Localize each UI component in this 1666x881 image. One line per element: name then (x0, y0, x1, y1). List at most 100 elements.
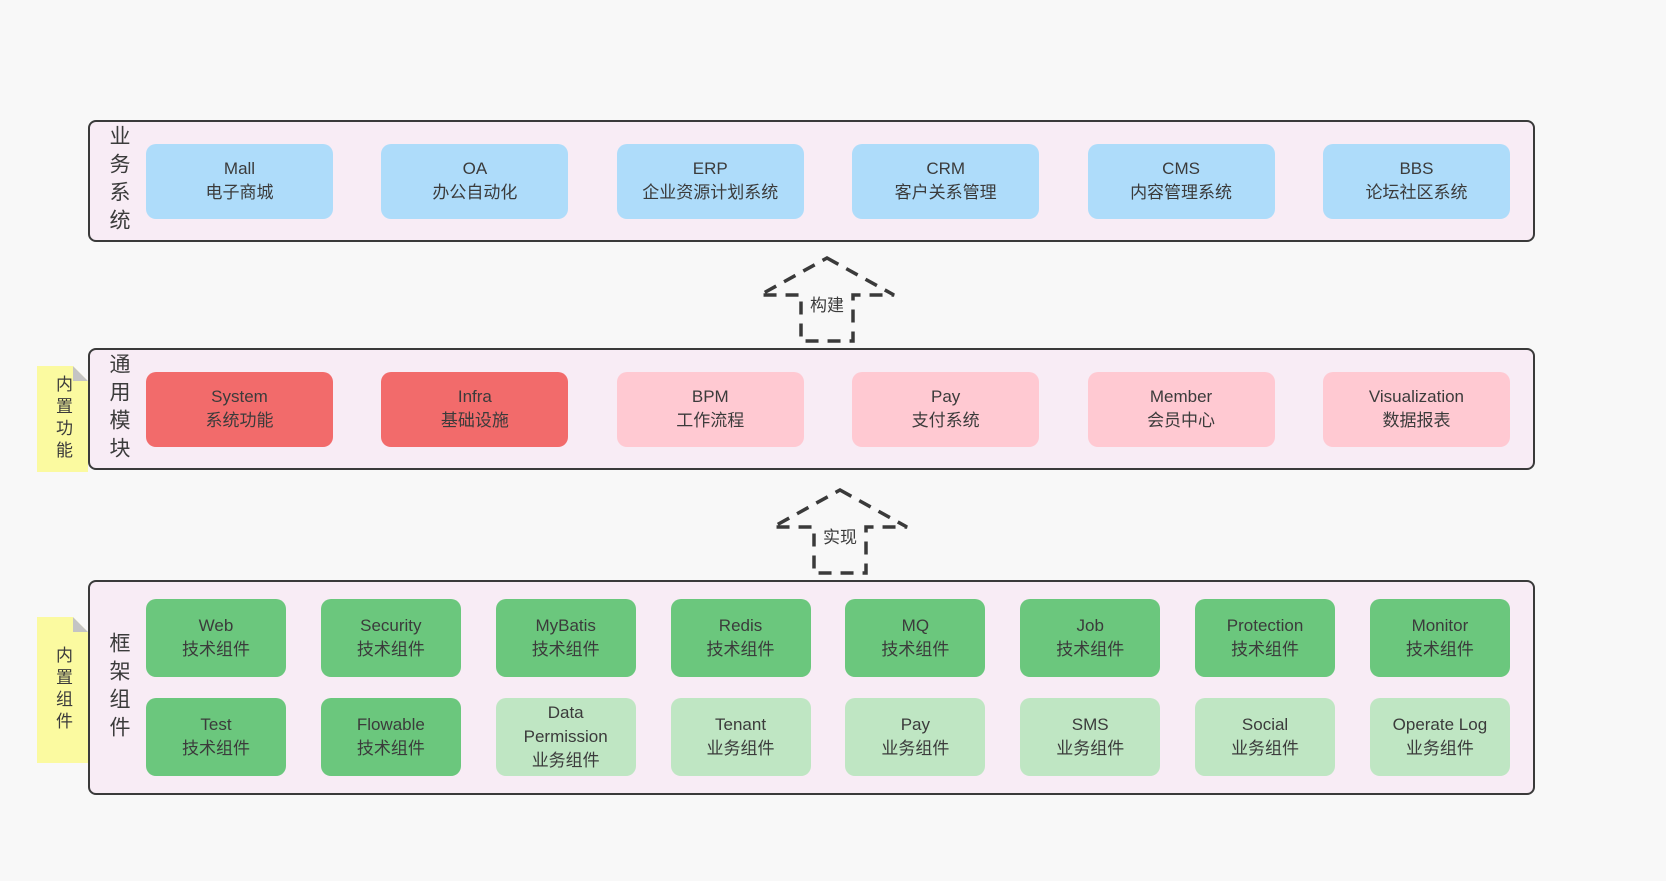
box-title: Pay (900, 714, 931, 734)
box-mall: Mall 电子商城 (146, 143, 333, 219)
box-subtitle: 业务组件 (881, 739, 950, 758)
box-subtitle: 技术组件 (182, 739, 250, 758)
box-cms: CMS 内容管理系统 (1087, 143, 1275, 219)
arrow-label: 构建 (810, 296, 844, 315)
box-web: Web 技术组件 (146, 599, 286, 677)
box-subtitle: 办公自动化 (432, 183, 518, 202)
box-subtitle: 客户关系管理 (894, 183, 997, 202)
box-subtitle: 内容管理系统 (1130, 183, 1233, 202)
business-box-row: Mall 电子商城 OA 办公自动化 ERP 企业资源计划系统 CRM 客户关系… (146, 122, 1533, 240)
box-title: BPM (691, 386, 729, 406)
box-title: Tenant (715, 714, 767, 734)
box-title: Security (360, 615, 422, 635)
sticky-tab-built-in-features: 内置功能 (37, 366, 88, 472)
box-title: CMS (1162, 158, 1200, 178)
arrow-label: 实现 (823, 528, 857, 547)
box-subtitle: 技术组件 (531, 640, 600, 659)
implement-arrow: 实现 (772, 488, 908, 575)
box-title: Data Permission (523, 702, 608, 746)
box-pay-biz: Pay 业务组件 (845, 698, 986, 776)
box-title: Web (198, 615, 234, 635)
box-bbs: BBS 论坛社区系统 (1322, 143, 1510, 219)
build-arrow: 构建 (759, 256, 895, 343)
box-security: Security 技术组件 (320, 599, 461, 677)
box-subtitle: 论坛社区系统 (1365, 183, 1468, 202)
box-title: Job (1076, 615, 1104, 635)
box-visualization: Visualization 数据报表 (1322, 371, 1510, 447)
box-test: Test 技术组件 (146, 698, 286, 776)
box-title: BBS (1399, 158, 1434, 178)
box-redis: Redis 技术组件 (670, 599, 811, 677)
box-title: MQ (901, 615, 930, 635)
box-sms: SMS 业务组件 (1020, 698, 1161, 776)
arrow-label-plate (817, 524, 863, 550)
box-bpm: BPM 工作流程 (616, 371, 804, 447)
box-protection: Protection 技术组件 (1195, 599, 1336, 677)
sticky-tab-label: 内置组件 (53, 646, 72, 734)
box-title: Flowable (356, 714, 425, 734)
box-subtitle: 系统功能 (205, 411, 274, 430)
box-title: System (211, 386, 268, 406)
box-subtitle: 数据报表 (1382, 411, 1451, 430)
box-erp: ERP 企业资源计划系统 (616, 143, 804, 219)
box-subtitle: 技术组件 (356, 739, 425, 758)
box-title: CRM (926, 158, 966, 178)
box-data-permission: Data Permission 业务组件 (495, 698, 636, 776)
framework-components-panel: 框架组件 Web 技术组件 Security 技术组件 MyBatis 技术组件… (88, 580, 1535, 795)
box-social: Social 业务组件 (1195, 698, 1336, 776)
components-rows: Web 技术组件 Security 技术组件 MyBatis 技术组件 Redi… (146, 582, 1533, 793)
sticky-fold-icon (73, 366, 88, 381)
box-mybatis: MyBatis 技术组件 (495, 599, 636, 677)
box-subtitle: 技术组件 (1056, 640, 1125, 659)
box-subtitle: 支付系统 (911, 411, 980, 430)
box-title: ERP (692, 158, 728, 178)
box-title: Monitor (1411, 615, 1469, 635)
box-title: Infra (457, 386, 492, 406)
box-title: Social (1241, 714, 1289, 734)
box-subtitle: 业务组件 (1056, 739, 1125, 758)
dashed-up-arrow-shape (772, 488, 908, 575)
panel-label-components: 框架组件 (107, 631, 130, 744)
box-subtitle: 企业资源计划系统 (642, 183, 779, 202)
box-subtitle: 技术组件 (182, 640, 250, 659)
box-title: Protection (1226, 615, 1304, 635)
box-subtitle: 基础设施 (440, 411, 509, 430)
dashed-up-arrow-shape (759, 256, 895, 343)
box-pay: Pay 支付系统 (852, 371, 1040, 447)
box-title: Mall (223, 158, 256, 178)
box-title: MyBatis (535, 615, 596, 635)
box-tenant: Tenant 业务组件 (670, 698, 811, 776)
box-subtitle: 业务组件 (706, 739, 775, 758)
common-modules-panel: 通用模块 System 系统功能 Infra 基础设施 BPM 工作流程 Pay… (88, 348, 1535, 470)
box-subtitle: 电子商城 (205, 183, 274, 202)
components-row-2: Test 技术组件 Flowable 技术组件 Data Permission … (146, 698, 1510, 776)
box-subtitle: 业务组件 (1231, 739, 1300, 758)
box-title: Operate Log (1392, 714, 1488, 734)
box-title: Redis (718, 615, 763, 635)
box-subtitle: 技术组件 (356, 640, 425, 659)
panel-label-business: 业务系统 (107, 125, 130, 237)
box-crm: CRM 客户关系管理 (852, 143, 1040, 219)
modules-box-row: System 系统功能 Infra 基础设施 BPM 工作流程 Pay 支付系统… (146, 350, 1533, 468)
box-subtitle: 工作流程 (676, 411, 745, 430)
components-row-1: Web 技术组件 Security 技术组件 MyBatis 技术组件 Redi… (146, 599, 1510, 677)
box-subtitle: 业务组件 (1405, 739, 1474, 758)
sticky-fold-icon (73, 617, 88, 632)
sticky-tab-label: 内置功能 (53, 375, 72, 463)
box-title: OA (462, 158, 488, 178)
panel-label-modules: 通用模块 (107, 353, 130, 465)
box-title: Member (1149, 386, 1213, 406)
box-subtitle: 会员中心 (1147, 411, 1216, 430)
box-mq: MQ 技术组件 (845, 599, 986, 677)
box-subtitle: 技术组件 (1405, 640, 1474, 659)
box-infra: Infra 基础设施 (381, 371, 569, 447)
box-title: SMS (1071, 714, 1109, 734)
box-flowable: Flowable 技术组件 (320, 698, 461, 776)
box-job: Job 技术组件 (1020, 599, 1161, 677)
arrow-label-plate (804, 292, 850, 318)
sticky-tab-built-in-components: 内置组件 (37, 617, 88, 763)
box-subtitle: 技术组件 (706, 640, 775, 659)
box-oa: OA 办公自动化 (381, 143, 569, 219)
box-system: System 系统功能 (146, 371, 333, 447)
box-subtitle: 技术组件 (881, 640, 950, 659)
